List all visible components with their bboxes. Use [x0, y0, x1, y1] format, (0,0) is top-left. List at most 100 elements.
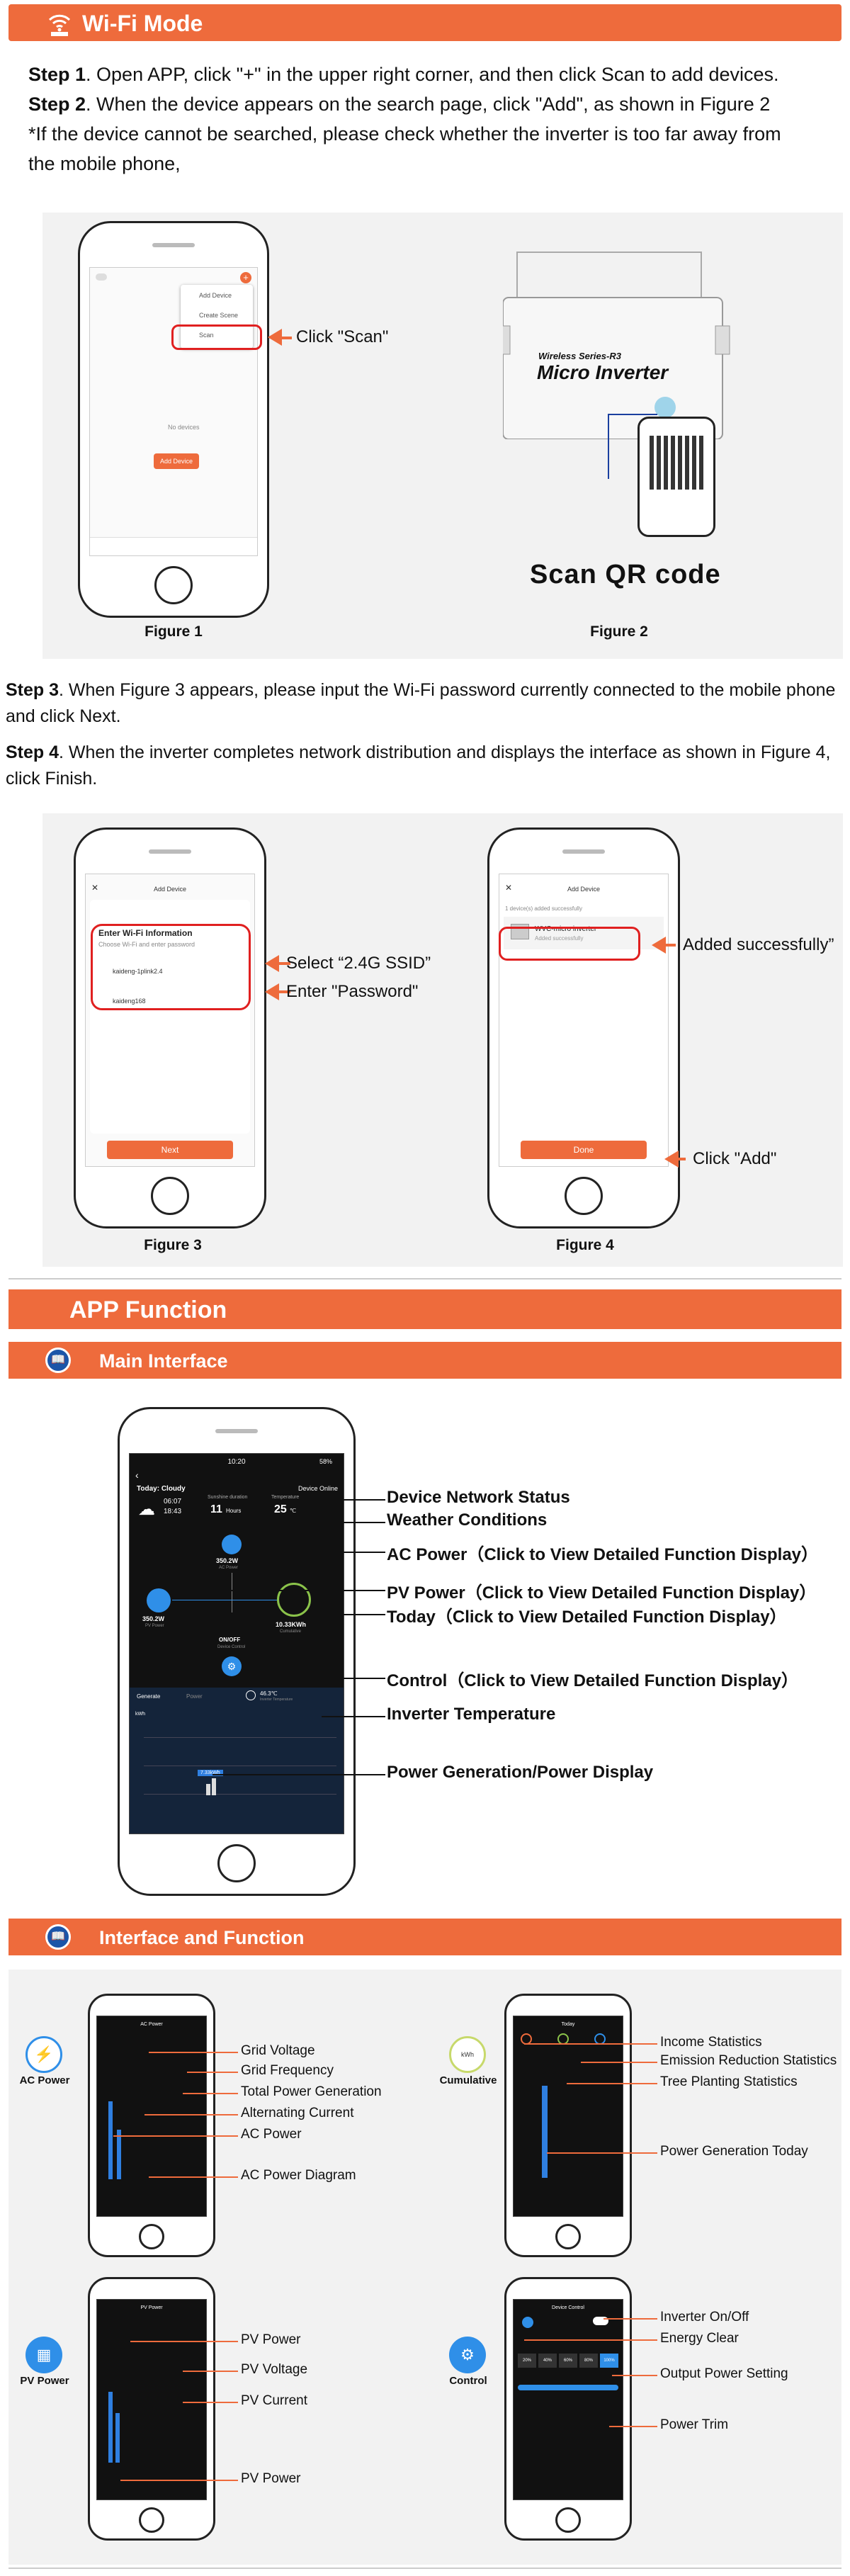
phone-qr-scan — [638, 417, 715, 537]
bottom-nav — [90, 537, 257, 555]
step2-label: Step 2 — [28, 94, 86, 115]
add-device-button[interactable]: Add Device — [154, 453, 199, 469]
ac-screen-title: AC Power — [140, 2022, 163, 2027]
step3-text: . When Figure 3 appears, please input th… — [6, 680, 836, 726]
done-button[interactable]: Done — [521, 1141, 647, 1159]
back-icon[interactable]: ‹ — [135, 1469, 139, 1481]
arrow-scan — [268, 329, 282, 346]
device-card-name: WVC-micro inverter — [535, 925, 597, 933]
menu-item-scan[interactable]: Scan — [199, 332, 214, 339]
callout-control: Control（Click to View Detailed Function … — [387, 1671, 798, 1690]
no-devices-text: No devices — [168, 424, 200, 431]
arrow-add — [664, 1151, 679, 1168]
chart-bar — [206, 1784, 210, 1795]
callout-pv-current: PV Current — [241, 2393, 307, 2408]
device-name-text: Micro Inverter — [537, 361, 669, 383]
bottom-divider — [8, 2567, 842, 2569]
callout-grid-voltage: Grid Voltage — [241, 2043, 315, 2058]
added-status-line: 1 device(s) added successfully — [505, 905, 582, 912]
ssid-field[interactable]: kaideng-1plink2.4 — [113, 968, 163, 975]
menu-item-add-device[interactable]: Add Device — [199, 292, 232, 299]
wifi-mode-title: Wi-Fi Mode — [82, 11, 203, 36]
phone-ac-power: AC Power — [88, 1994, 215, 2257]
callout-pv-power-chart: PV Power — [241, 2471, 301, 2486]
arrow-added — [652, 937, 666, 954]
pv-screen-title: PV Power — [140, 2305, 163, 2310]
power-option[interactable]: 60% — [559, 2354, 577, 2368]
power-option[interactable]: 20% — [518, 2354, 536, 2368]
callout-added-successfully: Added successfully” — [683, 935, 834, 954]
section-divider — [8, 1278, 842, 1279]
wifi-icon — [45, 9, 74, 37]
password-field[interactable]: kaideng168 — [113, 998, 146, 1005]
callout-power-trim: Power Trim — [660, 2417, 729, 2432]
callout-power-generation-today: Power Generation Today — [660, 2144, 808, 2159]
tab-power[interactable]: Power — [186, 1693, 203, 1700]
control-label: Control — [449, 2375, 487, 2387]
phone-main-interface: 10:20 58% ‹ Today: Cloudy Device Online … — [118, 1407, 356, 1896]
temperature-value: 25 — [274, 1503, 287, 1515]
next-button[interactable]: Next — [107, 1141, 233, 1159]
main-screen: 10:20 58% ‹ Today: Cloudy Device Online … — [129, 1453, 344, 1834]
power-option[interactable]: 80% — [579, 2354, 598, 2368]
callout-inverter-onoff: Inverter On/Off — [660, 2310, 749, 2324]
power-on-icon[interactable] — [522, 2317, 533, 2328]
form-title: Enter Wi-Fi Information — [98, 928, 193, 938]
step4-text: . When the inverter completes network di… — [6, 742, 831, 789]
tab-generate[interactable]: Generate — [137, 1693, 161, 1700]
pv-power-label: PV Power — [145, 1624, 164, 1628]
step1-text: . Open APP, click "+" in the upper right… — [86, 64, 779, 85]
interface-function-header: 📖 Interface and Function — [8, 1919, 842, 1955]
callout-inverter-temperature: Inverter Temperature — [387, 1705, 556, 1724]
ac-power-label: AC Power — [219, 1566, 239, 1570]
chart-area: Generate Power 46.3℃ Inverter Temperatur… — [130, 1688, 344, 1834]
callout-alternating-current: Alternating Current — [241, 2106, 354, 2120]
sunshine-unit: Hours — [226, 1508, 242, 1514]
figure3-caption: Figure 3 — [144, 1237, 202, 1253]
ac-power-icon: ⚡ — [26, 2036, 62, 2073]
menu-item-create-scene[interactable]: Create Scene — [199, 312, 239, 319]
callout-today: Today（Click to View Detailed Function Di… — [387, 1608, 787, 1627]
sunset-time: 18:43 — [164, 1508, 182, 1515]
inverter-temp-value: 46.3℃ — [260, 1690, 278, 1697]
step1-label: Step 1 — [28, 64, 86, 85]
main-interface-title: Main Interface — [99, 1350, 228, 1372]
wifi-form-card: Enter Wi-Fi Information Choose Wi-Fi and… — [90, 900, 250, 1134]
callout-click-scan: Click "Scan" — [296, 327, 389, 346]
book-icon: 📖 — [45, 1924, 71, 1950]
ac-power-label: AC Power — [19, 2074, 70, 2086]
phone-figure3: Add Device ✕ Enter Wi-Fi Information Cho… — [74, 827, 266, 1228]
power-trim-slider[interactable] — [518, 2385, 618, 2390]
phone-cumulative: Today — [504, 1994, 632, 2257]
phone-control: Device Control 20% 40% 60% 80% 100% — [504, 2277, 632, 2541]
pv-power-icon[interactable] — [147, 1588, 171, 1612]
power-option[interactable]: 100% — [600, 2354, 618, 2368]
power-option-row: 20% 40% 60% 80% 100% — [518, 2354, 618, 2368]
figure4-header: Add Device — [567, 886, 601, 893]
power-option[interactable]: 40% — [538, 2354, 557, 2368]
figure1-caption: Figure 1 — [144, 623, 203, 640]
callout-income-statistics: Income Statistics — [660, 2035, 762, 2050]
power-toggle-label: Device Control — [217, 1645, 246, 1649]
today-cumulative-ring[interactable] — [277, 1583, 311, 1617]
pv-panel-icon: ▦ — [26, 2337, 62, 2373]
pv-power-label: PV Power — [20, 2375, 69, 2387]
control-gear-icon[interactable]: ⚙ — [222, 1656, 242, 1676]
inverter-temp-label: Inverter Temperature — [260, 1697, 293, 1702]
figure3-screen: Add Device ✕ Enter Wi-Fi Information Cho… — [85, 874, 255, 1167]
close-icon[interactable]: ✕ — [91, 883, 99, 893]
control-screen-title: Device Control — [552, 2305, 584, 2310]
steps-3-4: Step 3. When Figure 3 appears, please in… — [6, 677, 843, 792]
control-gear-icon: ⚙ — [449, 2337, 486, 2373]
close-icon[interactable]: ✕ — [505, 883, 513, 893]
phone-figure1: + Add Device Create Scene Scan No device… — [78, 221, 269, 618]
wifi-mode-header: Wi-Fi Mode — [8, 4, 842, 41]
callout-emission-reduction: Emission Reduction Statistics — [660, 2053, 837, 2068]
weather-today: Today: Cloudy — [137, 1485, 186, 1493]
plus-icon[interactable]: + — [240, 272, 251, 283]
callout-pv-power-top: PV Power — [241, 2332, 301, 2347]
status-time: 10:20 — [227, 1458, 246, 1466]
ac-power-icon[interactable] — [222, 1535, 242, 1554]
app-function-title: APP Function — [69, 1297, 227, 1323]
ac-power-value: 350.2W — [216, 1557, 239, 1564]
